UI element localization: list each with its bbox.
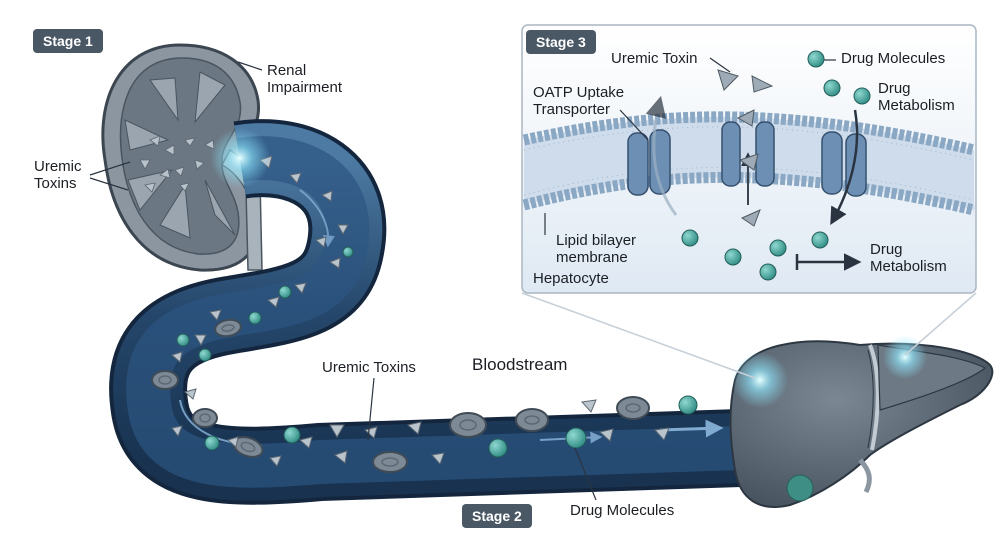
drug-molecules-inset-label: Drug Molecules: [841, 50, 946, 67]
toxin-particles: [170, 155, 670, 467]
drug-metabolism-top-label: Drug Metabolism: [878, 80, 955, 114]
drug-molecules-vessel-label: Drug Molecules: [570, 502, 675, 519]
hepatocyte-label: Hepatocyte: [533, 270, 609, 287]
renal-impairment-label: Renal Impairment: [267, 62, 343, 96]
stage-3-badge: Stage 3: [526, 30, 596, 54]
oatp-transporter-label: OATP Uptake Transporter: [533, 84, 625, 118]
drug-metabolism-bottom-label: Drug Metabolism: [870, 241, 947, 275]
stage-1-badge: Stage 1: [33, 29, 103, 53]
uremic-toxins-kidney-label: Uremic Toxins: [34, 158, 82, 192]
kidney-icon: [101, 43, 263, 272]
drug-molecules: [176, 246, 698, 458]
red-blood-cells: [151, 318, 650, 473]
liver-icon: [729, 335, 994, 508]
uremic-toxin-inset-label: Uremic Toxin: [611, 50, 698, 67]
leader-lines: [89, 57, 836, 501]
uremic-toxins-vessel-label: Uremic Toxins: [322, 359, 416, 376]
blood-vessel-icon: [109, 119, 742, 505]
lipid-bilayer-label: Lipid bilayer membrane: [556, 232, 637, 266]
bloodstream-label: Bloodstream: [472, 355, 568, 374]
stage-2-badge: Stage 2: [462, 504, 532, 528]
transporter-icon: [627, 121, 867, 197]
inhibition-arrow-icon: [795, 253, 862, 271]
